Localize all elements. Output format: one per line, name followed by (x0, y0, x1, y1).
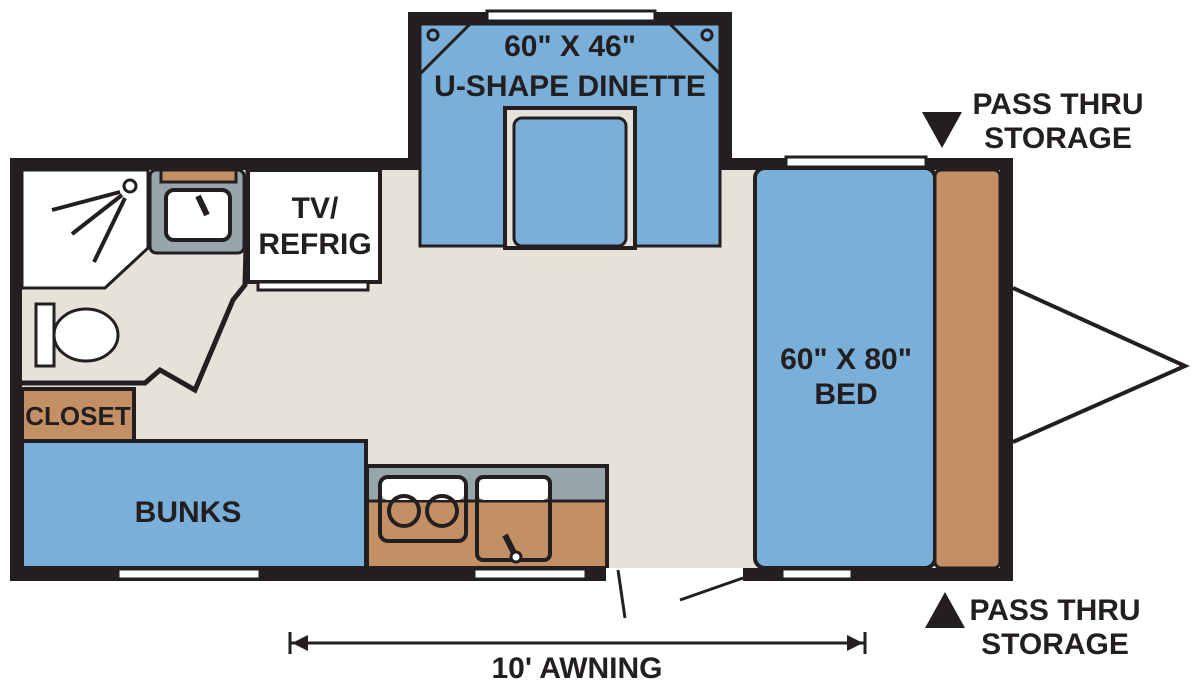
corner-light-icon (426, 28, 440, 42)
arrow-up-icon (925, 592, 965, 628)
tv-label: TV/ (292, 192, 339, 225)
dinette-label: U-SHAPE DINETTE (434, 70, 706, 103)
toilet-icon (34, 302, 56, 368)
storage-top-label: STORAGE (984, 122, 1132, 155)
refrig-label: REFRIG (258, 228, 371, 261)
stove-icon (378, 475, 468, 543)
storage-bottom-label: STORAGE (981, 628, 1129, 661)
bed-size-label: 60" X 80" (780, 343, 912, 376)
corner-light-icon (700, 28, 714, 42)
entry-door[interactable] (606, 568, 744, 619)
tv-refrigerator: TV/ REFRIG (246, 168, 382, 292)
sink-icon (164, 188, 232, 242)
front-storage (933, 168, 1002, 570)
windows (116, 9, 928, 581)
hitch (1012, 286, 1190, 444)
dinette: 60" X 46" U-SHAPE DINETTE (418, 22, 722, 250)
closet-label: CLOSET (25, 401, 131, 431)
awning-dimension (288, 632, 867, 654)
bunks (20, 439, 368, 570)
kitchen (365, 464, 609, 570)
shower-head-icon (122, 178, 138, 194)
pass-thru-bottom-label: PASS THRU (969, 594, 1140, 627)
bathroom (20, 168, 251, 394)
arrow-down-icon (922, 112, 962, 148)
bunks-label: BUNKS (135, 496, 242, 529)
awning-label: 10' AWNING (491, 652, 662, 685)
pass-thru-top-label: PASS THRU (972, 88, 1143, 121)
dinette-size-label: 60" X 46" (504, 30, 636, 63)
bed-label: BED (814, 378, 877, 411)
